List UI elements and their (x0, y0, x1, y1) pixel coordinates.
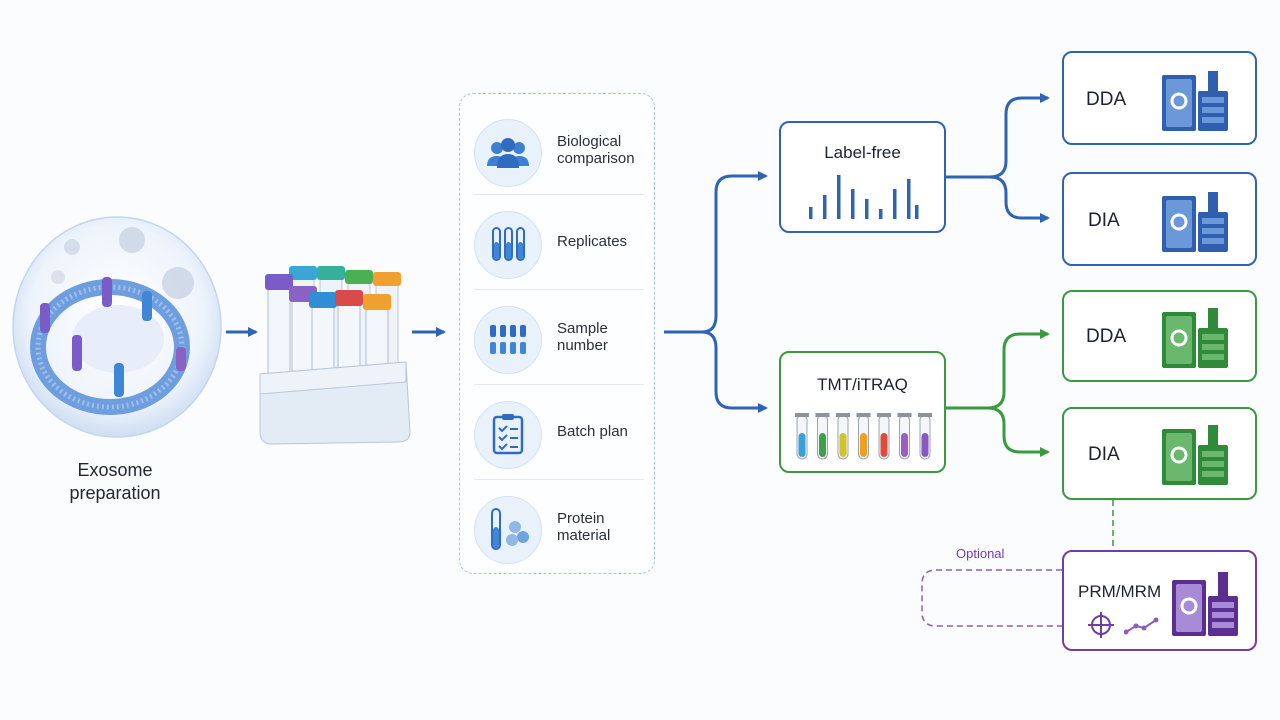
exosome-label: Exosome preparation (69, 460, 161, 503)
labeled-tube-icon (897, 413, 912, 460)
label-free-title: Label-free (824, 143, 901, 162)
factor-label: Replicates (557, 233, 628, 250)
acquisition-title: DDA (1086, 89, 1127, 110)
arrow-to-label-free (701, 171, 768, 334)
acquisition-title: DIA (1088, 210, 1120, 231)
factor-biological-comparison: Biological comparison (460, 102, 654, 197)
tube-cap-icon (335, 290, 363, 306)
factor-divider (474, 479, 644, 480)
acquisition-title: DIA (1088, 444, 1120, 465)
experimental-design-panel: Biological comparison Replicates (459, 93, 655, 574)
membrane-protein-icon (102, 277, 112, 307)
factor-batch-plan: Batch plan (460, 384, 654, 479)
tube-cap-icon (265, 274, 293, 290)
vesicle-lumen (72, 305, 164, 373)
factor-icon-circle (474, 306, 542, 374)
labeled-tube-icon (877, 413, 891, 460)
tube-cap-icon (289, 266, 317, 280)
membrane-protein-icon (114, 363, 124, 397)
people-icon (487, 138, 529, 168)
membrane-protein-icon (72, 335, 82, 371)
spectrum-peaks-icon (809, 175, 919, 219)
factor-icon-circle (474, 119, 542, 187)
background-vesicle-icon (51, 270, 65, 284)
tube-rack-illustration (256, 262, 414, 446)
factor-icon-circle (474, 401, 542, 469)
clipboard-icon (492, 414, 524, 455)
tube-cap-icon (345, 270, 373, 284)
target-crosshair-icon (1088, 612, 1114, 638)
membrane-protein-icon (176, 347, 186, 371)
labeled-tubes-icon (795, 413, 932, 460)
tmt-itraq-title: TMT/iTRAQ (817, 375, 908, 394)
factor-icon-circle (474, 211, 542, 279)
background-vesicle-icon (64, 239, 80, 255)
mass-spectrometer-icon (1172, 572, 1238, 636)
membrane-protein-icon (142, 291, 152, 321)
labeled-tube-icon (815, 413, 830, 460)
factor-label: Protein material (557, 509, 611, 544)
mass-spectrometer-icon (1162, 425, 1228, 485)
mass-spectrometer-icon (1162, 192, 1228, 252)
dia-tmt-box: DIA (1062, 407, 1257, 500)
mass-spectrometer-icon (1162, 308, 1228, 368)
dashed-optional-bracket (921, 569, 1062, 627)
labeled-tube-icon (795, 413, 809, 460)
background-vesicle-icon (119, 227, 145, 253)
labeled-tube-icon (836, 413, 850, 460)
mass-spectrometer-icon (1162, 71, 1228, 131)
labeled-tube-icon (856, 413, 871, 460)
tube-cap-icon (317, 266, 345, 280)
factor-replicates: Replicates (460, 194, 654, 289)
acquisition-title: DDA (1086, 326, 1127, 347)
acquisition-title: PRM/MRM (1078, 582, 1162, 601)
arrow-label-free-to-dda (989, 93, 1050, 179)
factor-sample-number: Sample number (460, 289, 654, 384)
membrane-protein-icon (40, 303, 50, 333)
factor-protein-material: Protein material (460, 479, 654, 574)
factor-label: Sample number (557, 319, 608, 354)
factor-label: Biological comparison (557, 132, 635, 167)
dda-label-free-box: DDA (1062, 51, 1257, 145)
factor-icon-circle (474, 496, 542, 564)
arrow-tmt-to-dda (987, 329, 1050, 410)
arrow-label-free-to-dia (989, 175, 1050, 223)
tube-grid-icon (490, 325, 526, 354)
tmt-itraq-box: TMT/iTRAQ (779, 351, 946, 473)
prm-mrm-box: PRM/MRM (1062, 550, 1257, 651)
factor-divider (474, 384, 644, 385)
dia-label-free-box: DIA (1062, 172, 1257, 266)
optional-label: Optional (956, 546, 1005, 561)
transition-trace-icon (1124, 617, 1159, 635)
tube-rack-front (259, 361, 407, 395)
exosome-illustration (10, 215, 224, 455)
labeled-tube-icon (918, 413, 932, 460)
tube-cap-icon (363, 294, 391, 310)
factor-divider (474, 194, 644, 195)
protein-tube-icon (491, 508, 529, 550)
factor-divider (474, 289, 644, 290)
dda-tmt-box: DDA (1062, 290, 1257, 382)
tube-cap-icon (309, 292, 337, 308)
tube-cap-icon (373, 272, 401, 286)
background-vesicle-icon (162, 267, 194, 299)
label-free-box: Label-free (779, 121, 946, 233)
test-tubes-icon (492, 227, 525, 261)
factor-label: Batch plan (557, 423, 628, 440)
arrow-to-tmt (701, 330, 768, 413)
arrow-tmt-to-dia (987, 406, 1050, 457)
